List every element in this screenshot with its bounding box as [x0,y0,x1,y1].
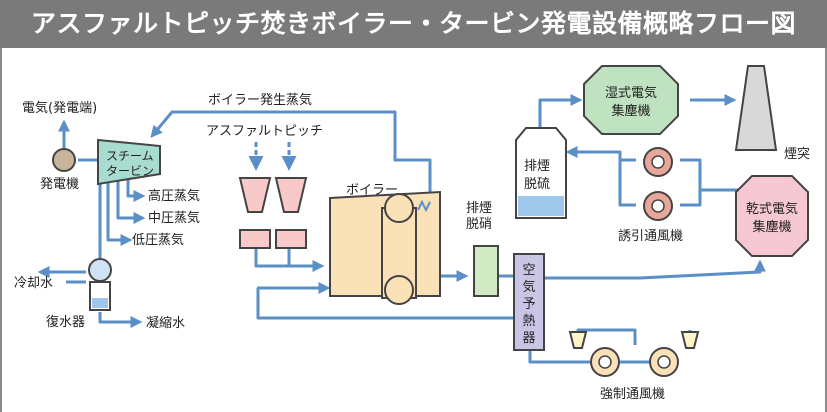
air-preheater: 空 気 予 熱 器 [513,253,545,351]
label-lp-steam: 低圧蒸気 [132,232,184,248]
pipe-condensate [98,312,143,328]
pipe-desulf-wetesp [538,94,583,128]
burner-hopper-right [274,177,308,249]
label-forced-fan: 強制通風機 [600,387,665,402]
page-title: アスファルトピッチ焚きボイラー・タービン発電設備概略フロー図 [30,9,796,38]
label-wet-esp-1: 湿式電気 [605,85,657,101]
burner-hopper-left [238,177,272,249]
label-turbine-2: タービン [106,164,154,178]
label-denox-1: 排煙 [466,201,492,216]
label-asphalt-pitch: アスファルトピッチ [206,124,323,139]
label-hp-steam: 高圧蒸気 [148,188,200,204]
svg-text:器: 器 [522,331,535,346]
forced-fan-right [649,347,679,377]
pipe-ifan-desulf [565,146,636,162]
pipe-aph-dryesp [544,259,766,280]
label-cooling-water: 冷却水 [14,276,53,291]
induced-fan-bottom [643,191,673,221]
pipe-burner-boiler [254,248,325,272]
label-generator: 発電機 [40,177,79,192]
label-dry-esp-2: 集塵機 [752,219,791,235]
desulfurizer: 排煙 脱硫 [515,127,567,219]
svg-text:気: 気 [522,279,535,295]
wet-esp: 湿式電気 集塵機 [583,65,679,135]
label-condensate: 凝縮水 [146,315,185,331]
label-boiler-steam: ボイラー発生蒸気 [208,92,312,108]
label-stack: 煙突 [784,146,810,162]
label-dry-esp-1: 乾式電気 [746,201,798,217]
condenser [88,258,112,311]
pipe-aph-air [256,288,514,320]
induced-fan-top [643,147,673,177]
pipe-mp-steam [116,178,146,224]
svg-text:空: 空 [522,263,535,278]
frame-border-right [825,48,827,412]
label-desulf-1: 排煙 [524,159,550,174]
forced-fan-left [590,347,620,377]
frame-border-left [0,48,2,412]
pipe-hp-steam [126,176,146,202]
label-wet-esp-2: 集塵機 [611,103,650,119]
steam-turbine: スチーム タービン [97,138,161,186]
boiler [329,190,441,305]
denox-unit [473,245,499,297]
pipe-lp-steam [106,180,133,246]
fd-intake-left [568,331,588,349]
label-mp-steam: 中圧蒸気 [148,210,200,226]
dry-esp: 乾式電気 集塵機 [735,175,809,257]
title-bar: アスファルトピッチ焚きボイラー・タービン発電設備概略フロー図 [0,0,827,48]
pipe-fd-fan [528,350,590,364]
label-air-preheater: 空 気 予 熱 器 [522,263,535,346]
label-denox-2: 脱硝 [466,217,492,232]
fd-intake-right [680,331,700,349]
stack [734,65,778,151]
pipe-dryesp-ifan [680,188,740,207]
label-induced-fan: 誘引通風機 [618,229,683,244]
label-desulf-2: 脱硫 [524,177,550,192]
pipe-ifan-top [680,158,702,190]
pipe-ifan-link [618,160,636,207]
label-turbine-1: スチーム [106,149,154,163]
svg-text:熱: 熱 [522,314,535,329]
label-electricity: 電気(発電端) [22,100,97,116]
pipe-boiler-steam [150,110,432,205]
generator-icon [52,148,76,172]
label-condenser: 復水器 [46,314,85,330]
svg-text:予: 予 [522,297,535,312]
